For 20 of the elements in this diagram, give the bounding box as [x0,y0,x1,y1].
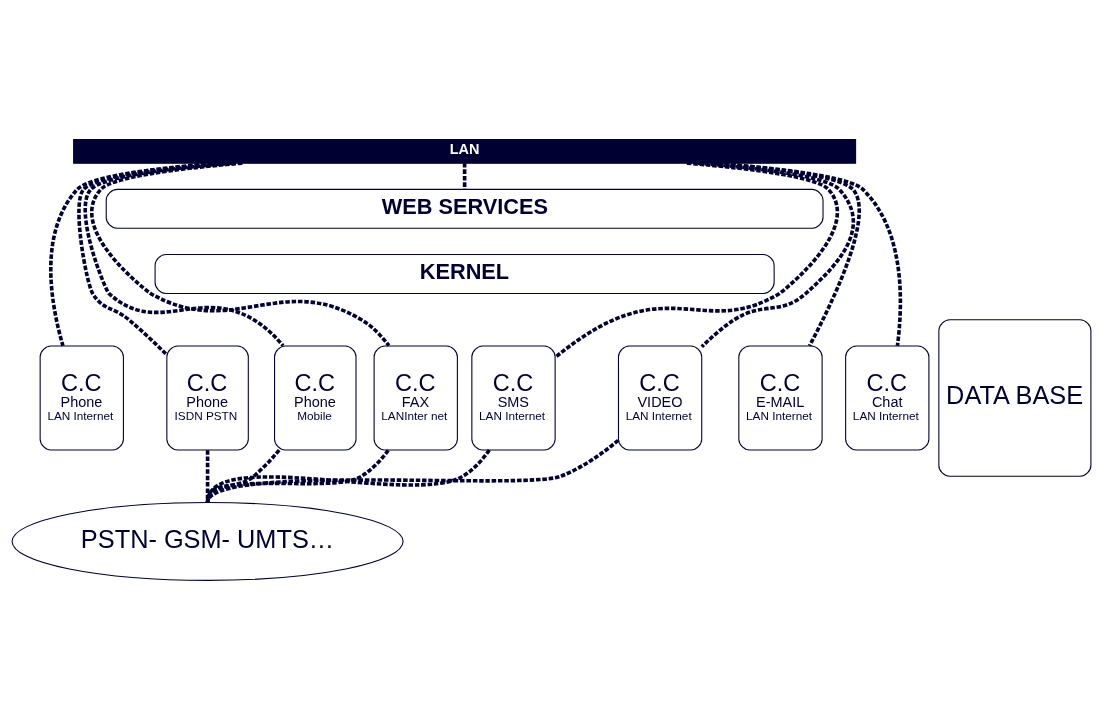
node-box: C.C Phone Mobile [274,344,357,451]
connector [462,162,467,189]
node-ellipse: PSTN- GSM- UMTS… [11,501,404,581]
node-box: DATA BASE [938,318,1092,477]
node-box: KERNEL [154,253,775,294]
node-box: C.C E-MAIL LAN Internet [738,344,823,451]
node-box: WEB SERVICES [105,188,824,229]
connector [206,438,620,504]
connector [205,448,390,503]
connector [83,160,285,347]
node-box: C.C Phone LAN Internet [39,344,124,451]
node-box: LAN [73,138,857,164]
connector [90,160,391,347]
node-box: C.C FAX LANInter net [373,344,458,451]
node-box: C.C VIDEO LAN Internet [617,344,703,451]
connector [554,160,839,359]
node-box: C.C Phone ISDN PSTN [166,344,249,451]
node-box: C.C Chat LAN Internet [845,344,930,451]
connector [205,448,491,503]
node-box: C.C SMS LAN Internet [471,344,556,451]
